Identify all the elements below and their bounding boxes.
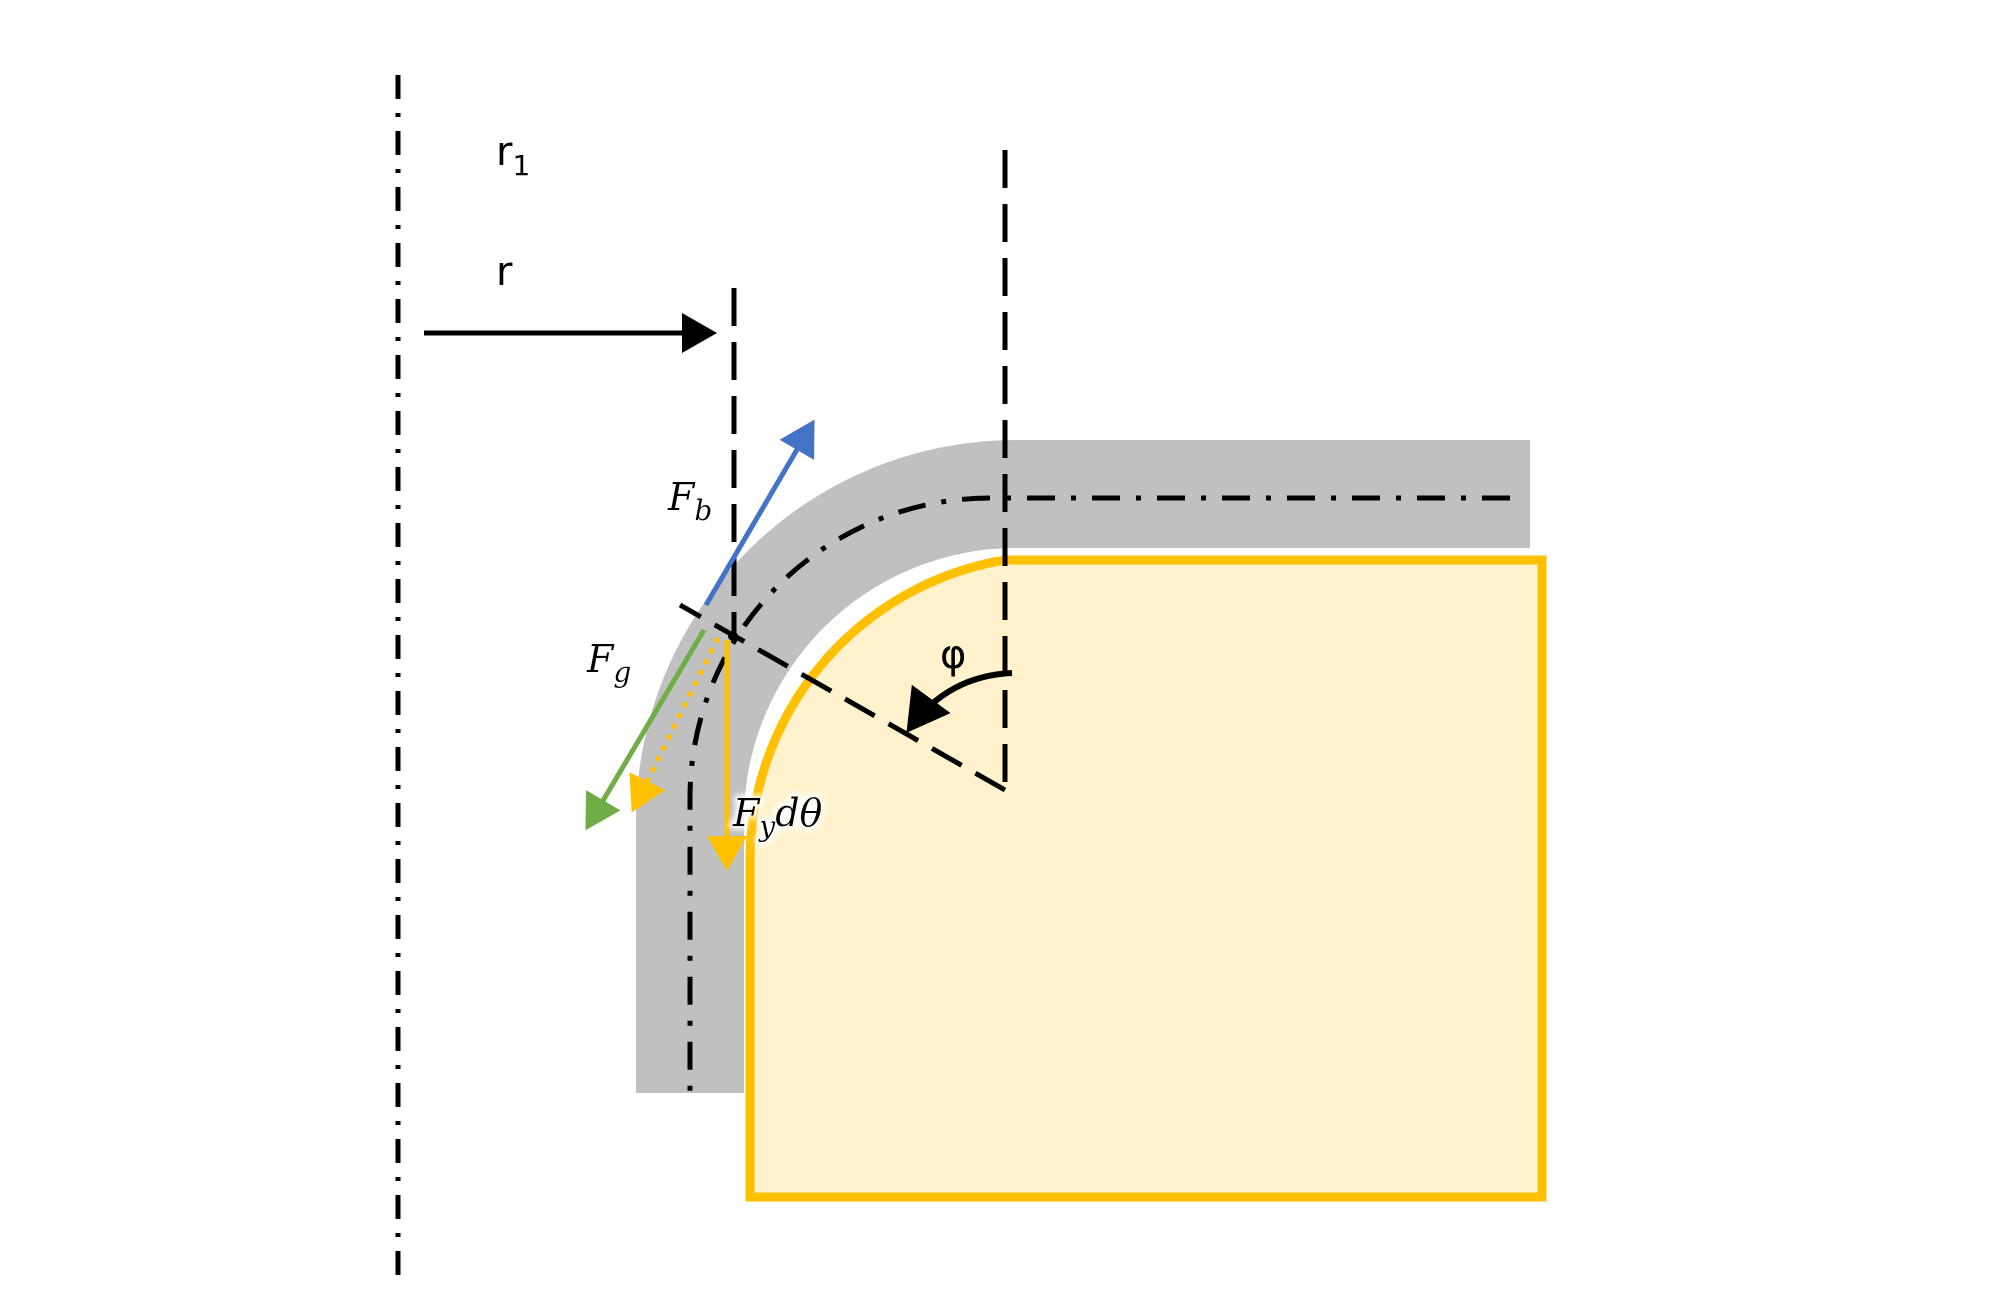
phi-angle-arrow [906, 670, 1013, 733]
fb-label: Fb [667, 475, 712, 527]
fy-component-dotted-arrow [629, 636, 721, 813]
sheet-centerline [687, 495, 1510, 1093]
r1-label: r1 [496, 129, 530, 182]
force-point [728, 631, 738, 641]
sheet-strip [636, 440, 1530, 1093]
phi-label: φ [940, 632, 966, 678]
fg-force-arrow [585, 628, 707, 831]
r-label: r [496, 249, 513, 295]
fg-label: Fg [586, 637, 631, 689]
fb-force-arrow [703, 419, 815, 607]
fy-label: Fydθ [732, 791, 823, 843]
die-block [745, 555, 1547, 1202]
